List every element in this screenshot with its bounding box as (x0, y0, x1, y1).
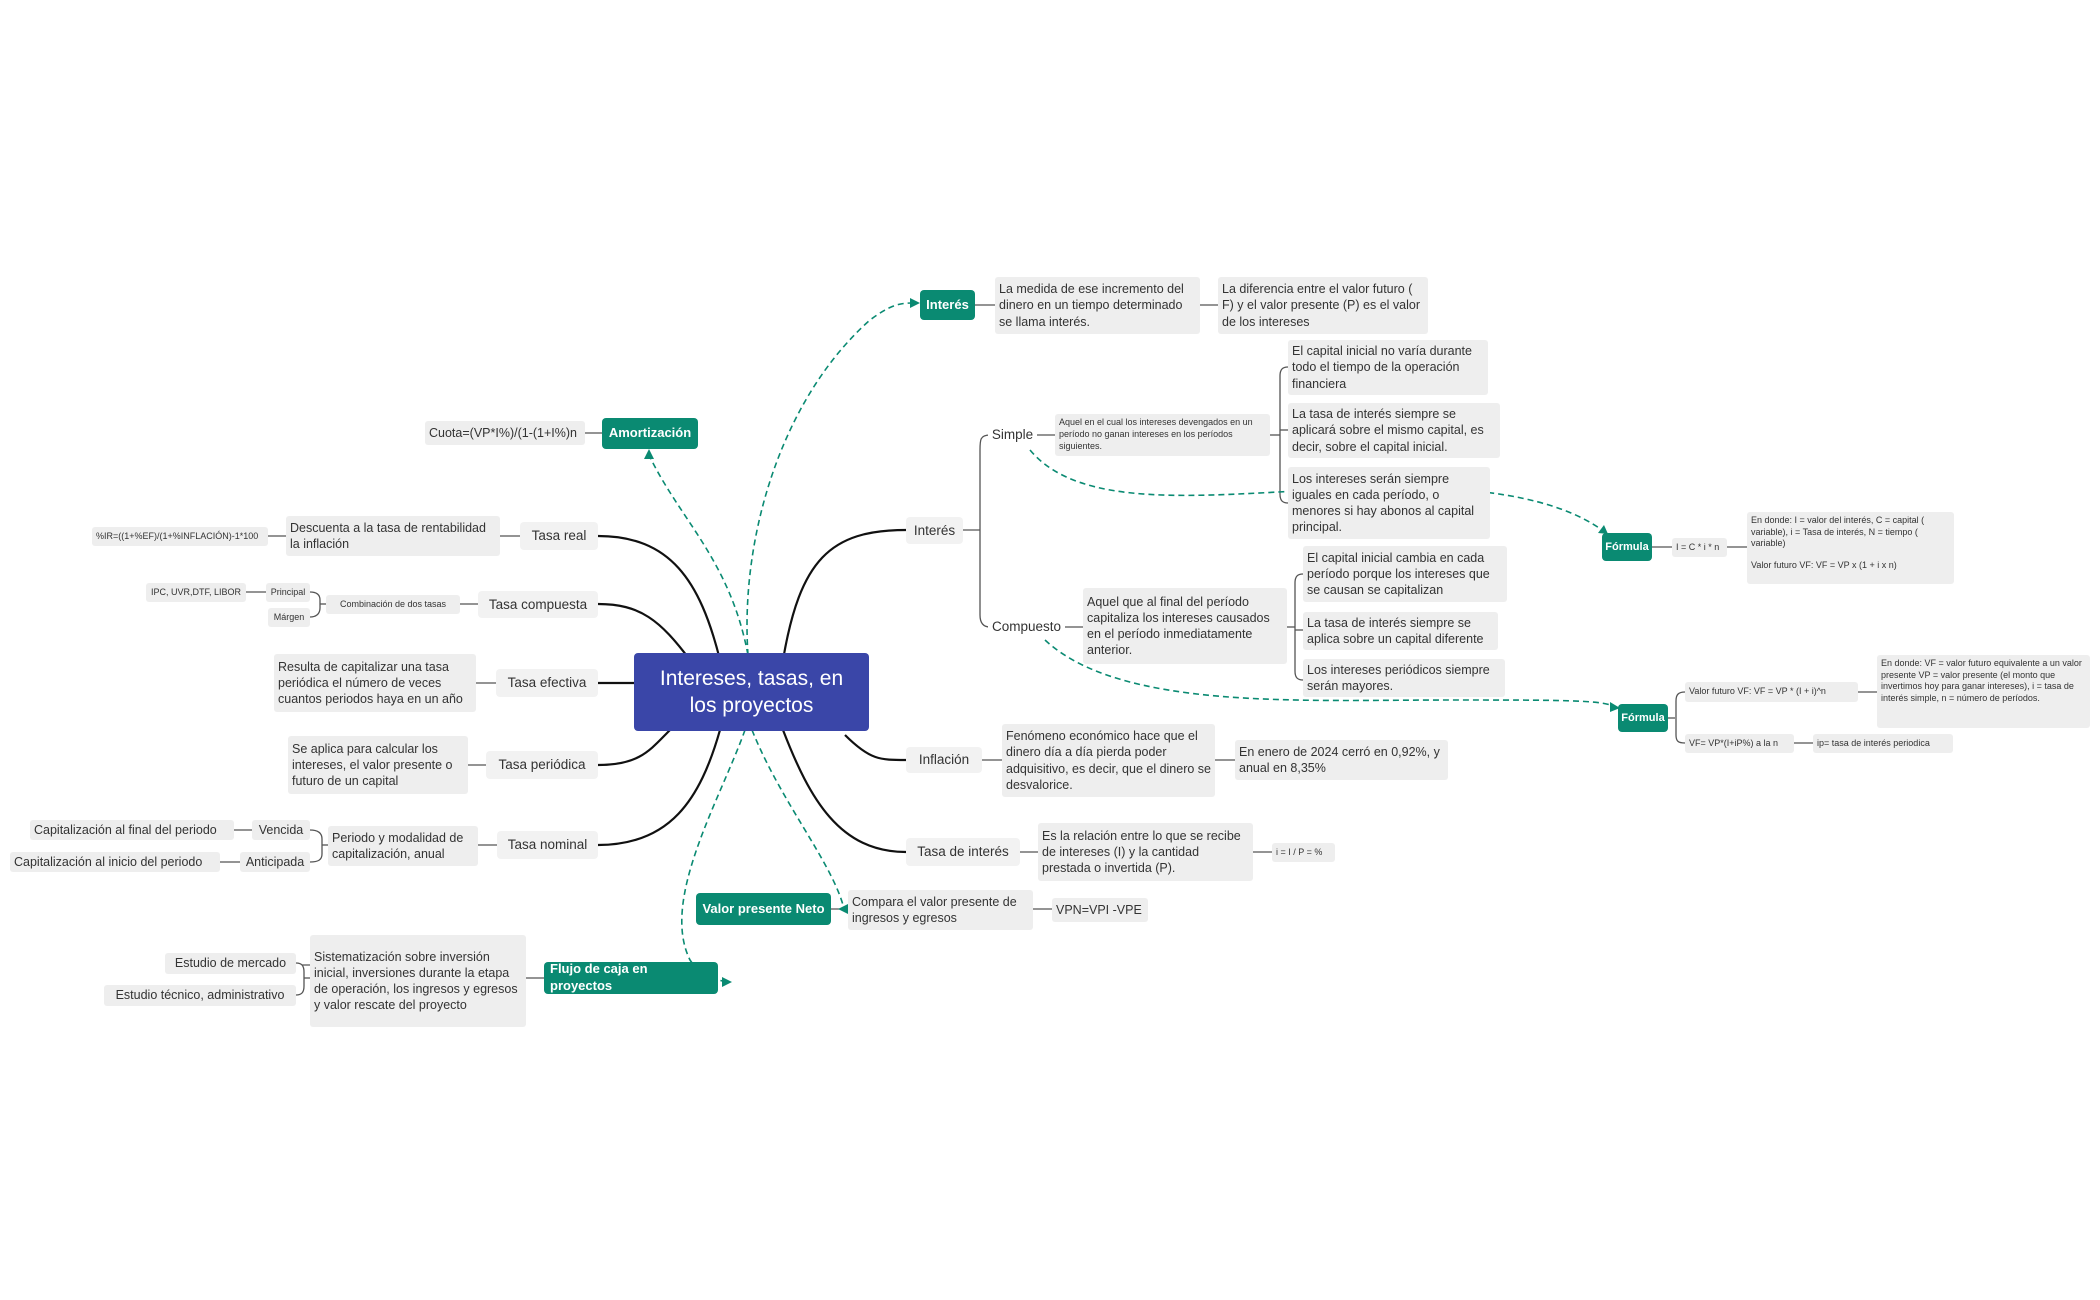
tasa-compuesta-combination: Combinación de dos tasas (326, 595, 460, 614)
tasa-interes-topic[interactable]: Tasa de interés (906, 838, 1020, 866)
interes-top-definition: La medida de ese incremento del dinero e… (995, 277, 1200, 334)
link-root-tasa-interes (781, 729, 907, 854)
formula-compuesto-vf-explanation: En donde: VF = valor futuro equivalente … (1877, 655, 2090, 728)
tasa-nominal-anticipada: Anticipada (240, 852, 310, 872)
amortizacion-topic[interactable]: Amortización (602, 418, 698, 449)
tasa-real-formula: %IR=((1+%EF)/(1+%INFLACIÓN)-1*100 (92, 527, 268, 546)
inflacion-topic[interactable]: Inflación (906, 747, 982, 773)
formula-simple-explanation: En donde: I = valor del interés, C = cap… (1747, 512, 1954, 584)
vpn-definition: Compara el valor presente de ingresos y … (848, 890, 1033, 930)
flujo-caja-item-mercado: Estudio de mercado (165, 953, 296, 974)
simple-point-1: El capital inicial no varía durante todo… (1288, 340, 1488, 395)
link-root-tasa-real (597, 534, 722, 661)
tasa-nominal-vencida-definition: Capitalización al final del periodo (30, 820, 234, 840)
interes-top-difference: La diferencia entre el valor futuro ( F)… (1218, 277, 1428, 334)
tasa-efectiva-definition: Resulta de capitalizar una tasa periódic… (274, 654, 476, 712)
formula-simple-topic[interactable]: Fórmula (1602, 533, 1652, 561)
tasa-periodica-topic[interactable]: Tasa periódica (486, 751, 598, 779)
tasa-interes-definition: Es la relación entre lo que se recibe de… (1038, 823, 1253, 881)
formula-simple-expression: I = C * i * n (1672, 538, 1727, 557)
tasa-nominal-vencida: Vencida (252, 820, 310, 840)
root-title: Intereses, tasas, en los proyectos (659, 666, 844, 717)
compuesto-description: Aquel que al final del período capitaliz… (1083, 588, 1287, 664)
amortizacion-formula: Cuota=(VP*I%)/(1-(1+I%)n (425, 421, 585, 445)
tasa-nominal-anticipada-definition: Capitalización al inicio del periodo (10, 852, 220, 872)
link-root-tasa-compuesta (597, 602, 691, 661)
compuesto-point-1: El capital inicial cambia en cada períod… (1303, 546, 1507, 602)
simple-topic[interactable]: Simple (988, 423, 1037, 447)
interes-topic[interactable]: Interés (906, 517, 963, 544)
tasa-real-topic[interactable]: Tasa real (520, 522, 598, 550)
simple-description: Aquel en el cual los intereses devengado… (1055, 414, 1270, 456)
tasa-periodica-definition: Se aplica para calcular los intereses, e… (288, 736, 468, 794)
simple-point-2: La tasa de interés siempre se aplicará s… (1288, 403, 1500, 458)
link-root-tasa-periodica (597, 729, 671, 767)
interes-top-label: Interés (926, 296, 969, 312)
compuesto-point-2: La tasa de interés siempre se aplica sob… (1303, 612, 1498, 650)
inflacion-definition: Fenómeno económico hace que el dinero dí… (1002, 724, 1215, 797)
compuesto-point-3: Los intereses periódicos siempre serán m… (1303, 659, 1505, 697)
formula-compuesto-vf2: VF= VP*(I+iP%) a la n (1685, 734, 1794, 753)
link-root-interes (781, 528, 907, 661)
simple-point-3: Los intereses serán siempre iguales en c… (1288, 467, 1490, 539)
tasa-interes-formula: i = I / P = % (1272, 843, 1335, 862)
tasa-compuesta-principal: Principal (266, 583, 310, 602)
tasa-nominal-topic[interactable]: Tasa nominal (497, 831, 598, 859)
flujo-caja-definition: Sistematización sobre inversión inicial,… (310, 935, 526, 1027)
compuesto-topic[interactable]: Compuesto (988, 615, 1065, 639)
vpn-formula: VPN=VPI -VPE (1052, 898, 1148, 922)
dashed-link-amortizacion (648, 454, 749, 656)
inflacion-data: En enero de 2024 cerró en 0,92%, y anual… (1235, 740, 1448, 780)
tasa-compuesta-principal-examples: IPC, UVR,DTF, LIBOR (146, 583, 246, 602)
formula-compuesto-vf: Valor futuro VF: VF = VP * (I + i)^n (1685, 682, 1858, 702)
flujo-caja-item-tecnico: Estudio técnico, administrativo (104, 985, 296, 1006)
flujo-caja-topic[interactable]: Flujo de caja en proyectos (544, 962, 718, 994)
dashed-link-compuesto-formula (1044, 639, 1614, 707)
tasa-nominal-definition: Periodo y modalidad de capitalización, a… (328, 826, 478, 866)
link-root-tasa-nominal (597, 729, 722, 847)
tasa-compuesta-margen: Márgen (268, 608, 310, 627)
tasa-compuesta-topic[interactable]: Tasa compuesta (478, 591, 598, 618)
formula-compuesto-topic[interactable]: Fórmula (1618, 704, 1668, 732)
vpn-topic[interactable]: Valor presente Neto (696, 893, 831, 925)
root-topic[interactable]: Intereses, tasas, en los proyectos (634, 653, 869, 731)
formula-compuesto-vf2-explanation: ip= tasa de interés periodica (1813, 734, 1953, 753)
interes-top-topic[interactable]: Interés (920, 290, 975, 320)
dashed-link-interes-top (746, 302, 913, 656)
tasa-real-definition: Descuenta a la tasa de rentabilidad la i… (286, 516, 500, 556)
tasa-efectiva-topic[interactable]: Tasa efectiva (496, 669, 598, 697)
dashed-link-flujo (681, 729, 746, 983)
link-root-inflacion (844, 734, 907, 762)
